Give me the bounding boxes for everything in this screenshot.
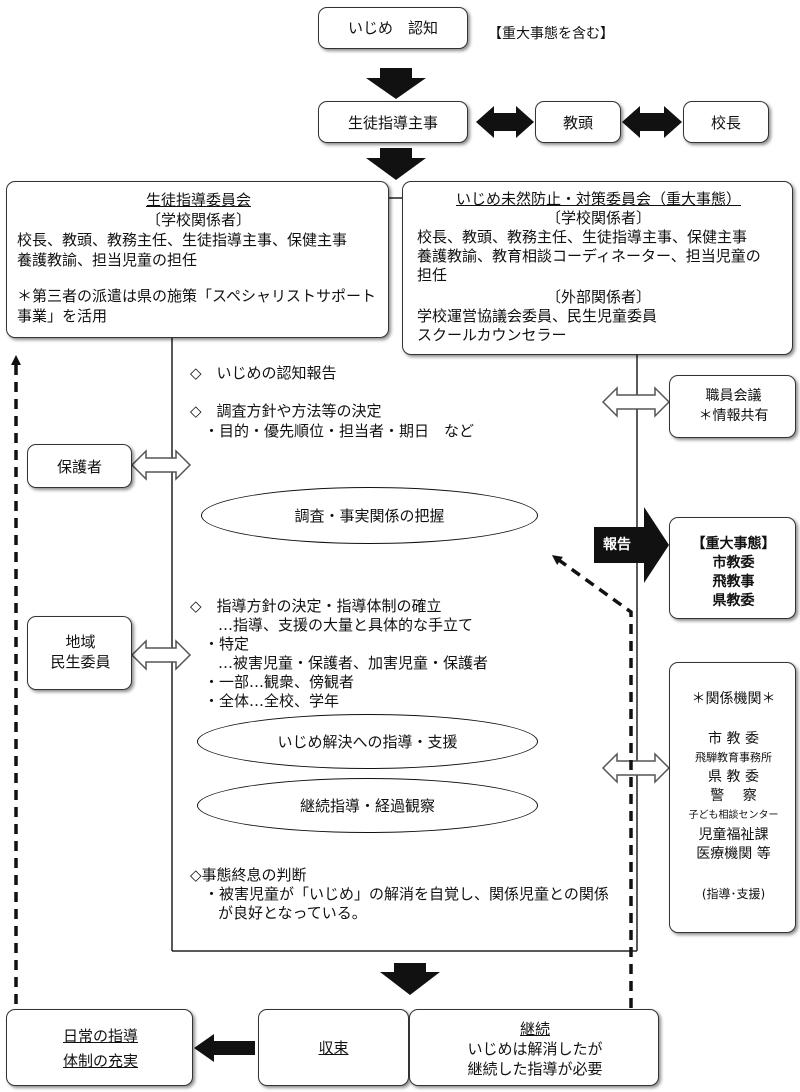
prevention-committee-box: いじめ未然防止・対策委員会（重大事態） 〔学校関係者〕 校長、教頭、教務主任、生… (402, 181, 793, 355)
principal-label: 校長 (710, 113, 741, 132)
agency-1: 市 教 委 (708, 731, 759, 747)
prevention-committee-members-2: 養護教諭、教育相談コーディネーター、担当児童の (417, 247, 761, 265)
daily-guidance-line-1: 日常の指導 (62, 1027, 138, 1045)
guidance-committee-note-1: ＊第三者の派遣は県の施策「スペシャリストサポート (17, 287, 376, 305)
agency-6: 児童福祉課 (698, 827, 769, 843)
guidance-committee-box: 生徒指導委員会 〔学校関係者〕 校長、教頭、教務主任、生徒指導主事、保健主事 養… (6, 181, 389, 338)
prevention-committee-members-3: 担任 (417, 266, 448, 284)
ellipse-investigation: 調査・事実関係の把握 (201, 487, 538, 544)
community-arrow (130, 639, 192, 671)
report-arrow-label: 報告 (603, 537, 631, 553)
agencies-box: ＊関係機関＊ 市 教 委 飛騨教育事務所 県 教 委 警 察 子ども相談センター… (669, 662, 796, 933)
agency-7: 医療機関 等 (696, 846, 771, 862)
ellipse-investigation-label: 調査・事実関係の把握 (294, 507, 445, 525)
ellipse-monitoring: 継続指導・経過観察 (197, 778, 538, 833)
flow-frame-lines (171, 197, 638, 952)
staff-meeting-label: 職員会議 (705, 388, 762, 404)
principal-box: 校長 (683, 101, 769, 143)
dashed-return-right (551, 555, 633, 1008)
recognition-box: いじめ 認知 (318, 7, 468, 49)
staff-arrow (601, 386, 671, 418)
continuation-text-2: 継続した指導が必要 (467, 1060, 603, 1078)
guardians-label: 保護者 (56, 457, 102, 476)
continuation-text-1: いじめは解消したが (467, 1040, 603, 1058)
flow-item-3: ◇ 指導方針の決定・指導体制の確立 (190, 597, 442, 615)
ellipse-support: いじめ解決への指導・支援 (197, 714, 538, 769)
guardians-box: 保護者 (27, 444, 132, 488)
agency-2: 飛騨教育事務所 (695, 751, 772, 764)
guidance-lead-label: 生徒指導主事 (347, 113, 438, 132)
resolution-label: 収束 (318, 1039, 349, 1057)
flow-item-3-sub-4: ・一部…観衆、傍観者 (204, 673, 355, 691)
prevention-committee-title: いじめ未然防止・対策委員会（重大事態） (455, 190, 741, 208)
flow-item-3-sub-3: …被害児童・保護者、加害児童・保護者 (218, 654, 489, 672)
prevention-committee-subtitle: 〔学校関係者〕 (545, 209, 651, 227)
serious-note: 【重大事態を含む】 (488, 26, 614, 42)
ellipse-monitoring-label: 継続指導・経過観察 (299, 797, 435, 815)
flow-item-3-sub-1: …指導、支援の大量と具体的な手立て (218, 616, 474, 634)
double-arrow-vice (476, 106, 534, 138)
continuation-title: 継続 (519, 1020, 550, 1038)
serious-report-pref: 県教委 (712, 593, 755, 609)
daily-guidance-box: 日常の指導 体制の充実 (6, 1009, 193, 1086)
continuation-box: 継続 いじめは解消したが 継続した指導が必要 (409, 1009, 659, 1086)
ellipse-support-label: いじめ解決への指導・支援 (277, 733, 458, 751)
daily-guidance-line-2: 体制の充実 (62, 1052, 138, 1070)
serious-report-title: 【重大事態】 (691, 536, 776, 552)
community-box: 地域 民生委員 (27, 616, 132, 690)
outline-arrows (130, 386, 671, 784)
flow-item-3-sub-2: ・特定 (204, 635, 250, 653)
serious-report-hida: 飛教事 (712, 574, 755, 590)
staff-meeting-note: ＊情報共有 (698, 408, 769, 424)
flow-item-4: ◇事態終息の判断 (190, 866, 307, 884)
resolution-box: 収束 (258, 1009, 409, 1086)
agencies-arrow (601, 752, 671, 784)
flow-item-1: ◇ いじめの認知報告 (190, 364, 337, 382)
flow-item-2-sub: ・目的・優先順位・担当者・期日 など (204, 422, 475, 440)
external-members-1: 学校運営協議会委員、民生児童委員 (417, 307, 658, 325)
community-label-2: 民生委員 (50, 653, 111, 671)
external-subtitle: 〔外部関係者〕 (545, 288, 651, 306)
prevention-committee-members-1: 校長、教頭、教務主任、生徒指導主事、保健主事 (417, 228, 748, 246)
community-label-1: 地域 (65, 633, 96, 651)
serious-report-city: 市教委 (712, 555, 755, 571)
flow-item-2: ◇ 調査方針や方法等の決定 (190, 402, 382, 420)
guardians-arrow (130, 449, 192, 481)
serious-report-box: 【重大事態】 市教委 飛教事 県教委 (669, 517, 796, 619)
guidance-committee-subtitle: 〔学校関係者〕 (145, 211, 251, 229)
flow-item-3-sub-5: ・全体…全校、学年 (204, 692, 340, 710)
agency-3: 県 教 委 (708, 769, 759, 785)
guidance-committee-members-1: 校長、教頭、教務主任、生徒指導主事、保健主事 (17, 231, 348, 249)
guidance-lead-box: 生徒指導主事 (318, 101, 468, 143)
report-arrow (594, 507, 669, 583)
staff-meeting-box: 職員会議 ＊情報共有 (669, 375, 796, 438)
down-arrow-3 (380, 963, 440, 995)
flow-item-4-sub-2: が良好となっている。 (218, 904, 367, 922)
agencies-note: (指導･支援) (701, 887, 766, 901)
agency-4: 警 察 (710, 788, 757, 804)
vice-principal-label: 教頭 (562, 113, 593, 132)
external-members-2: スクールカウンセラー (417, 326, 567, 344)
down-arrow-2 (366, 148, 426, 180)
guidance-committee-members-2: 養護教諭、担当児童の担任 (17, 251, 198, 269)
agencies-title: ＊関係機関＊ (691, 691, 776, 707)
guidance-committee-title: 生徒指導委員会 (145, 191, 251, 209)
left-arrow-bottom (194, 1034, 255, 1062)
down-arrow-1 (366, 68, 426, 99)
agency-5: 子ども相談センター (688, 810, 779, 821)
flow-item-4-sub-1: ・被害児童が「いじめ」の解消を自覚し、関係児童との関係 (204, 885, 609, 903)
recognition-label: いじめ 認知 (347, 19, 438, 37)
double-arrow-principal (622, 106, 682, 138)
vice-principal-box: 教頭 (535, 101, 621, 143)
guidance-committee-note-2: 事業」を活用 (17, 307, 108, 325)
